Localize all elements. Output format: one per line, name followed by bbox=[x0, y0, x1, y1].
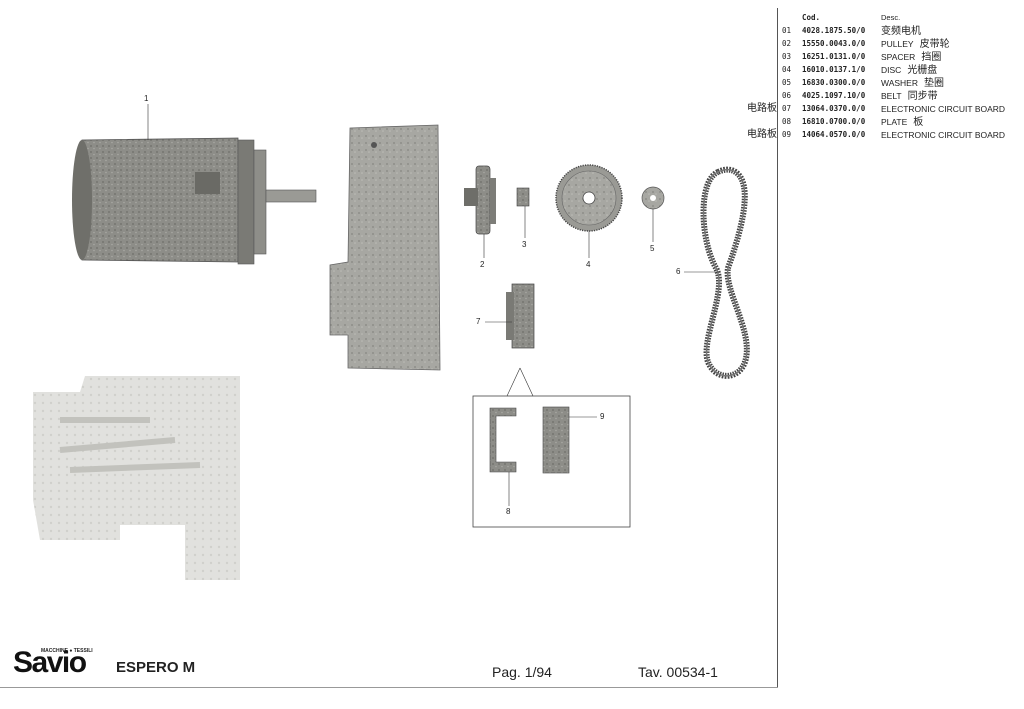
spacer-part-3 bbox=[516, 187, 530, 238]
row-code: 16010.0137.1/0 bbox=[802, 65, 866, 74]
row-code: 16810.0700.0/0 bbox=[802, 117, 866, 126]
row-number: 07 bbox=[782, 104, 792, 113]
circuit-board-part-7 bbox=[485, 283, 535, 397]
row-number: 01 bbox=[782, 26, 792, 35]
callout-2: 2 bbox=[480, 260, 485, 269]
row-desc: ELECTRONIC CIRCUIT BOARD bbox=[881, 104, 1006, 114]
model-name: ESPERO M bbox=[116, 659, 196, 676]
callout-5: 5 bbox=[650, 244, 655, 253]
callout-7: 7 bbox=[476, 317, 481, 326]
callout-4: 4 bbox=[586, 260, 591, 269]
housing-ghost-view bbox=[33, 376, 240, 580]
row-desc: ELECTRONIC CIRCUIT BOARD bbox=[881, 130, 1006, 140]
callout-3: 3 bbox=[522, 240, 527, 249]
row-number: 09 bbox=[782, 130, 792, 139]
belt-part-6 bbox=[684, 166, 750, 379]
page-number: Pag. 1/94 bbox=[492, 664, 552, 680]
row-number: 04 bbox=[782, 65, 792, 74]
row-code: 14064.0570.0/0 bbox=[802, 130, 866, 139]
logo-wordmark: Savio bbox=[13, 646, 87, 679]
savio-logo: MACCHINE ● TESSILI Savio bbox=[13, 640, 103, 680]
row-code: 13064.0370.0/0 bbox=[802, 104, 866, 113]
row-desc: 变频电机 bbox=[881, 26, 921, 37]
column-header-desc: Desc. bbox=[881, 13, 901, 22]
row-code: 15550.0043.0/0 bbox=[802, 39, 866, 48]
frame-vertical-rule bbox=[777, 8, 778, 688]
logo-tagline: MACCHINE ● TESSILI bbox=[41, 648, 93, 654]
disc-part-4 bbox=[555, 164, 623, 258]
row-number: 02 bbox=[782, 39, 792, 48]
detail-inset-box bbox=[472, 395, 631, 528]
callout-8: 8 bbox=[506, 507, 511, 516]
row-note: 电路板 bbox=[747, 103, 777, 114]
row-number: 03 bbox=[782, 52, 792, 61]
pulley-part-2 bbox=[464, 165, 496, 258]
row-code: 16251.0131.0/0 bbox=[802, 52, 866, 61]
frame-bottom-rule bbox=[0, 687, 778, 688]
callout-9: 9 bbox=[600, 412, 605, 421]
cover-housing bbox=[329, 124, 441, 371]
row-code: 16830.0300.0/0 bbox=[802, 78, 866, 87]
table-reference: Tav. 00534-1 bbox=[638, 664, 718, 680]
washer-part-5 bbox=[641, 186, 665, 242]
row-code: 4025.1097.10/0 bbox=[802, 91, 866, 100]
row-number: 06 bbox=[782, 91, 792, 100]
row-note: 电路板 bbox=[747, 129, 777, 140]
row-number: 05 bbox=[782, 78, 792, 87]
callout-1: 1 bbox=[144, 94, 149, 103]
column-header-code: Cod. bbox=[802, 13, 821, 22]
motor-part-1 bbox=[72, 104, 317, 265]
callout-6: 6 bbox=[676, 267, 681, 276]
row-number: 08 bbox=[782, 117, 792, 126]
row-code: 4028.1875.50/0 bbox=[802, 26, 866, 35]
